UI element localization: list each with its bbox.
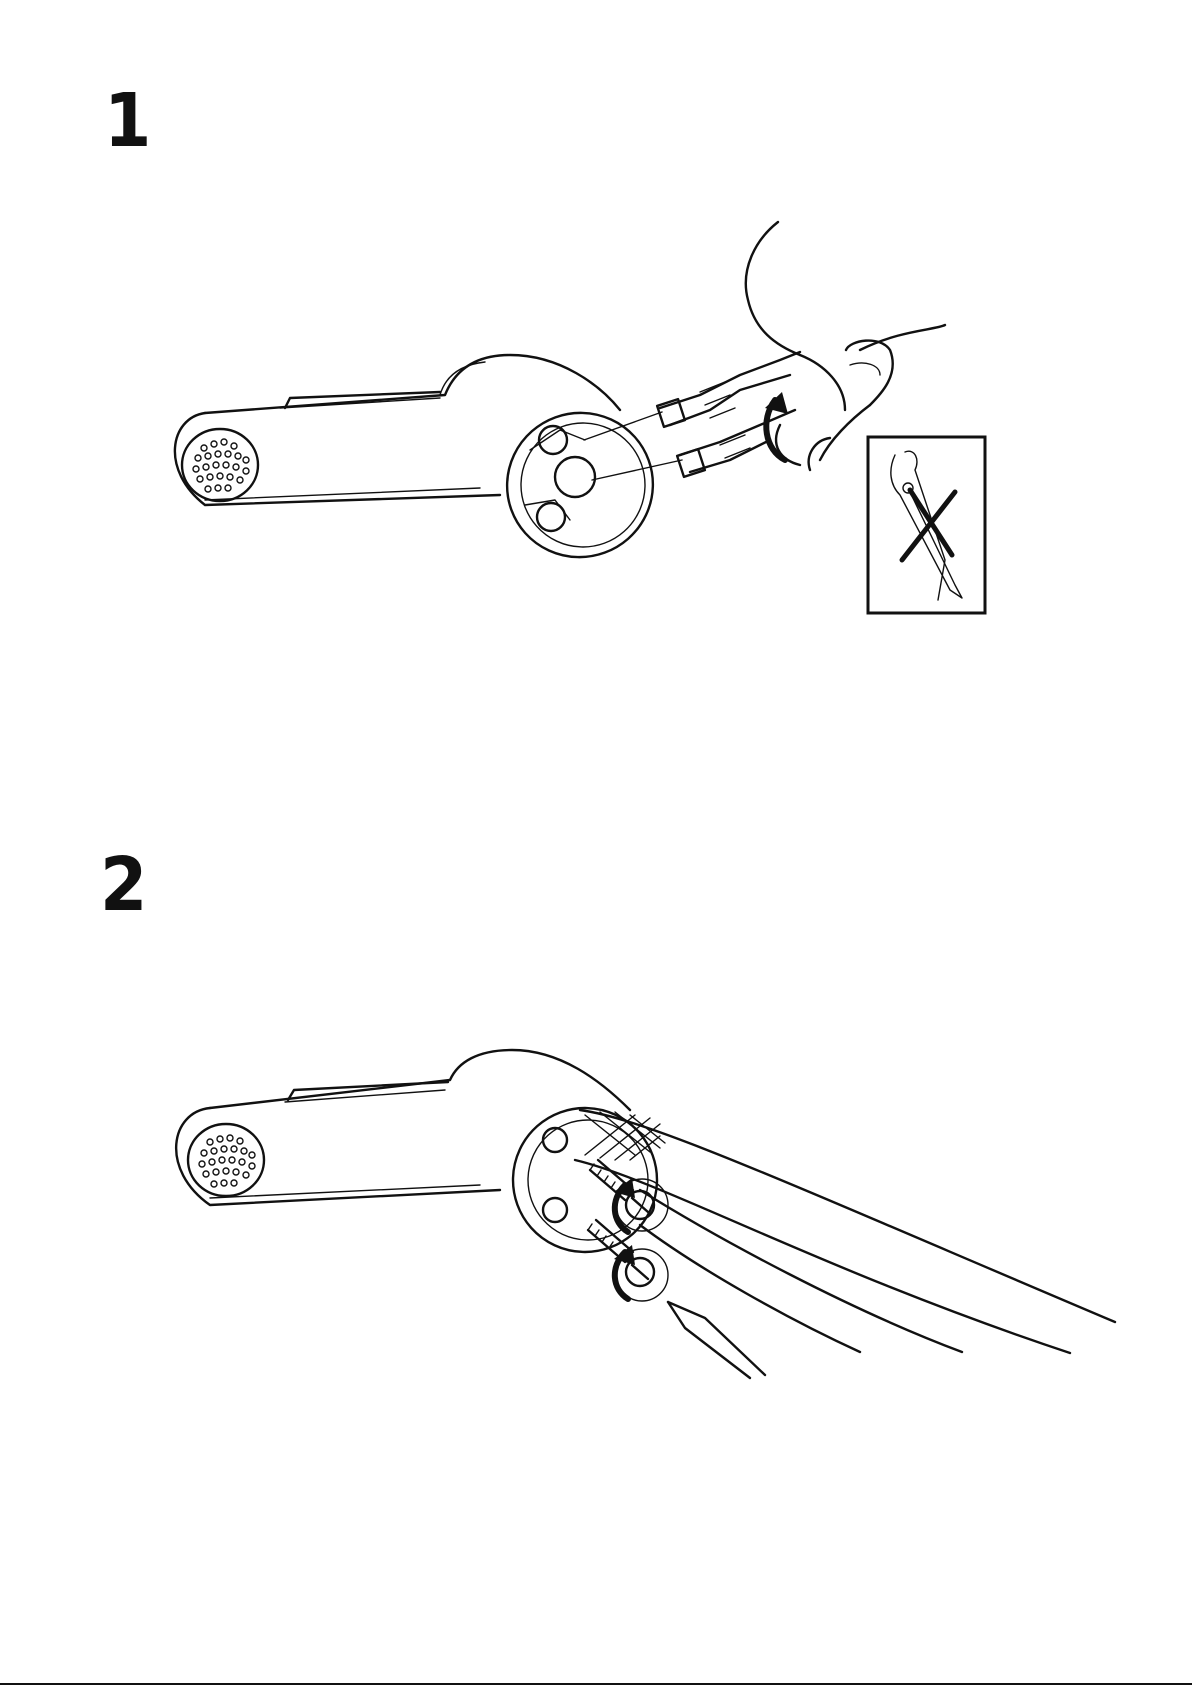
screwdriver-icon (668, 1302, 765, 1378)
step-1-illustration (175, 222, 985, 613)
braided-hoses (575, 1110, 1115, 1353)
hands (746, 222, 945, 470)
aerator (182, 429, 258, 501)
rotation-arrow-icon (765, 392, 788, 460)
no-pliers-icon (868, 437, 985, 613)
aerator (188, 1124, 264, 1196)
faucet-base (487, 392, 673, 577)
step-2-illustration (176, 1050, 1115, 1378)
aerator-holes (193, 439, 249, 492)
aerator-holes (199, 1135, 255, 1187)
